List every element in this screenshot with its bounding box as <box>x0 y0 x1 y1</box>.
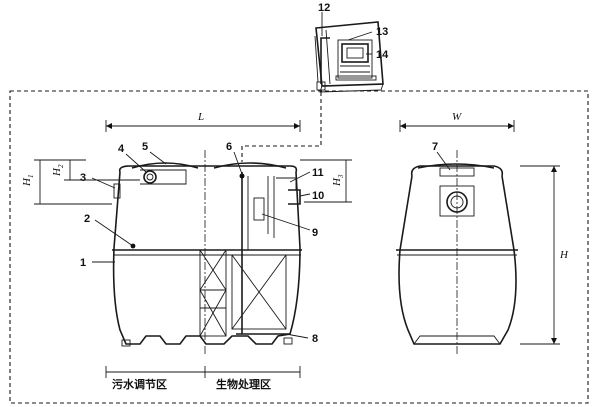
svg-text:H: H <box>51 167 63 177</box>
zone-label-biological: 生物处理区 <box>216 377 271 391</box>
svg-text:H: H <box>331 177 343 187</box>
callout-9: 9 <box>312 227 318 239</box>
side-outlet <box>446 191 468 213</box>
leader-lines <box>91 12 451 339</box>
dim-label-H2: H 2 <box>51 164 65 177</box>
callout-1: 1 <box>80 257 86 269</box>
callout-3: 3 <box>80 172 86 184</box>
callout-11: 11 <box>312 167 324 179</box>
callout-8: 8 <box>312 333 318 345</box>
callout-2: 2 <box>84 213 90 225</box>
side-body <box>398 175 517 345</box>
tank-body <box>112 171 301 345</box>
inlet-pipe <box>143 170 157 184</box>
control-box <box>314 21 384 93</box>
callout-13: 13 <box>376 26 388 38</box>
callout-6: 6 <box>226 141 232 153</box>
dim-label-H3: H 3 <box>331 174 345 187</box>
system-boundary <box>9 90 589 404</box>
svg-text:1: 1 <box>27 175 35 179</box>
air-pipe <box>241 92 322 162</box>
dim-label-H: H <box>559 249 569 261</box>
nameplate <box>439 167 475 177</box>
callout-4: 4 <box>118 143 125 155</box>
callout-10: 10 <box>312 190 324 202</box>
dim-label-H1: H 1 <box>21 175 35 188</box>
svg-text:2: 2 <box>57 164 65 168</box>
dim-label-L: L <box>197 111 204 123</box>
callout-12: 12 <box>318 2 330 14</box>
tank-side-view <box>396 150 518 356</box>
dimension-lines <box>34 120 560 378</box>
zone-label-regulation: 污水调节区 <box>112 377 167 391</box>
svg-text:H: H <box>21 177 33 187</box>
outlet-pipe <box>288 189 301 205</box>
dim-label-W: W <box>452 111 462 123</box>
tank-front-view <box>112 150 302 356</box>
callout-14: 14 <box>376 49 389 61</box>
filter-element <box>253 197 265 221</box>
svg-text:3: 3 <box>337 174 345 179</box>
blower-unit <box>335 39 377 81</box>
callout-7: 7 <box>432 141 438 153</box>
callout-5: 5 <box>142 141 148 153</box>
